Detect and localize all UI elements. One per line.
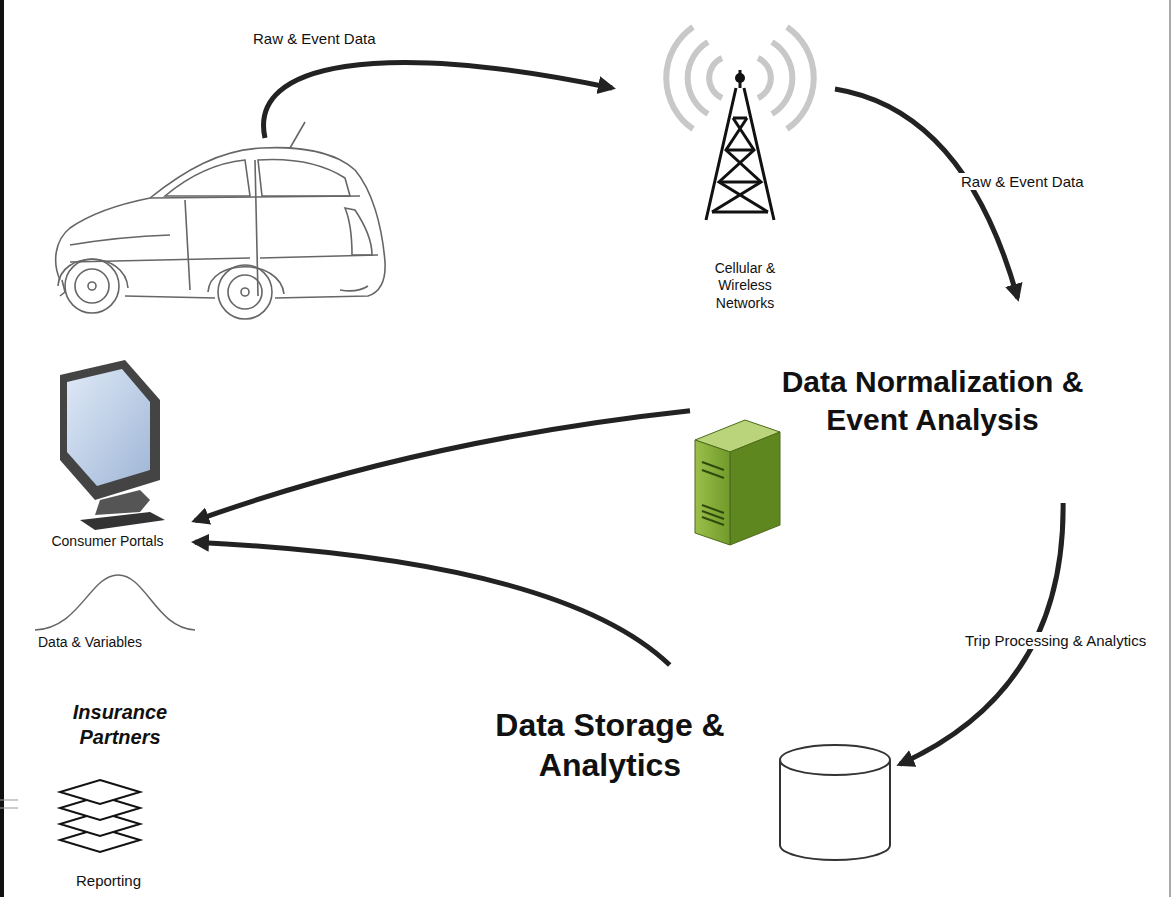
edge-label: Raw & Event Data <box>958 173 1087 190</box>
icon-caption: Consumer Portals <box>51 533 163 551</box>
cloud-node: Data Storage & Analytics <box>410 665 900 825</box>
database-icon <box>780 745 890 860</box>
cloud-shape <box>690 298 1145 503</box>
frame-line <box>1170 0 1171 897</box>
bell-curve-icon <box>35 575 195 630</box>
frame-line <box>0 0 4 897</box>
cloud-node: Data Normalization & Event Analysis <box>690 298 1145 503</box>
edge-label: Trip Processing & Analytics <box>962 632 1149 649</box>
monitor-icon <box>60 360 165 530</box>
free-label: Data & Variables <box>38 634 142 652</box>
car-illustration <box>56 122 385 319</box>
tower-illustration <box>666 27 813 220</box>
icon-node: Cellular & Wireless Networks <box>655 40 835 312</box>
server-icon <box>695 420 780 545</box>
icon-caption: Cellular & Wireless Networks <box>690 260 800 313</box>
flow-arrow <box>195 411 690 521</box>
flow-arrow <box>835 89 1018 298</box>
free-label: Reporting <box>76 872 141 891</box>
icon-node: Consumer Portals <box>20 355 195 550</box>
cloud-shape <box>410 665 900 825</box>
free-label: Insurance Partners <box>70 700 170 750</box>
cloud-title: Data Normalization & Event Analysis <box>760 363 1105 438</box>
flow-arrow <box>195 542 670 665</box>
car-upload-arrow <box>264 63 612 138</box>
edge-mark <box>0 800 18 808</box>
free-label: Raw & Event Data <box>250 30 379 49</box>
layers-icon <box>60 780 140 852</box>
cloud-title: Data Storage & Analytics <box>475 705 745 785</box>
